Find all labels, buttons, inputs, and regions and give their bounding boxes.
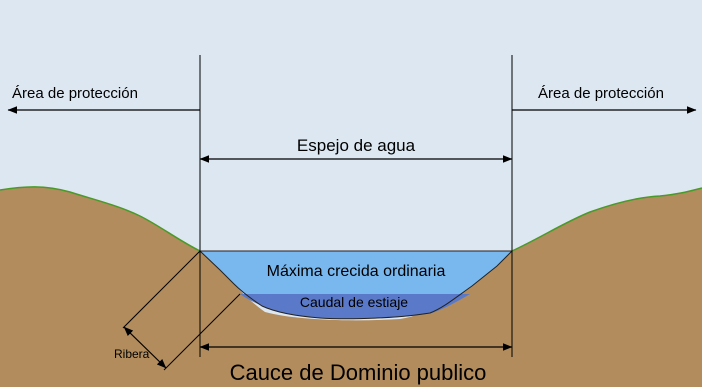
caudal-estiaje-water	[240, 294, 470, 319]
cauce-label: Cauce de Dominio publico	[230, 360, 487, 385]
ribera-label: Ribera	[114, 347, 150, 361]
proteccion-right-label: Área de protección	[538, 85, 664, 102]
grass-line	[0, 186, 702, 252]
ribera-extension-top	[122, 250, 201, 329]
ribera-dimension-arrow	[123, 326, 167, 369]
espejo-label: Espejo de agua	[297, 136, 416, 155]
channel-outline	[199, 250, 513, 320]
ground-terrain	[0, 186, 702, 387]
maxima-label: Máxima crecida ordinaria	[267, 263, 446, 280]
caudal-label: Caudal de estiaje	[300, 294, 408, 310]
ribera-extension-bottom	[163, 293, 241, 371]
proteccion-left-label: Área de protección	[12, 85, 138, 102]
